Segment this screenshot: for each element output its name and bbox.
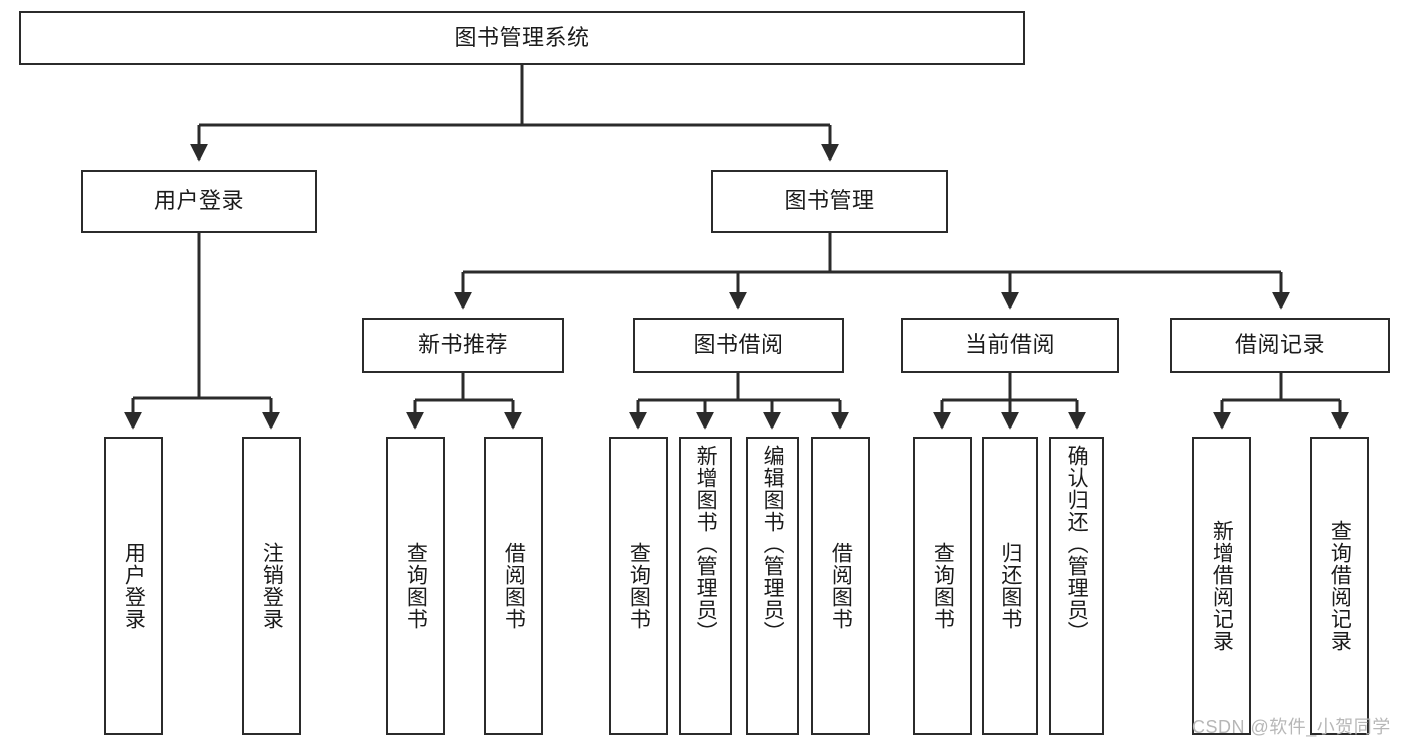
node-current-borrow-label: 当前借阅: [964, 332, 1055, 358]
leaf-edit-book[interactable]: 编辑图书（管理员）: [746, 437, 799, 735]
node-borrow-record[interactable]: 借阅记录: [1170, 318, 1390, 373]
leaf-user-login-label: 用户登录: [122, 542, 146, 630]
leaf-borrow-book-2[interactable]: 借阅图书: [811, 437, 870, 735]
node-book-management[interactable]: 图书管理: [711, 170, 948, 233]
leaf-confirm-return[interactable]: 确认归还（管理员）: [1049, 437, 1104, 735]
node-book-management-label: 图书管理: [784, 188, 875, 214]
node-root-label: 图书管理系统: [454, 24, 590, 50]
node-current-borrow[interactable]: 当前借阅: [901, 318, 1119, 373]
leaf-add-book-label: 新增图书（管理员）: [694, 445, 718, 643]
node-borrow-record-label: 借阅记录: [1234, 332, 1325, 358]
leaf-query-book-2[interactable]: 查询图书: [609, 437, 668, 735]
leaf-user-logout-label: 注销登录: [260, 542, 284, 630]
node-new-book-recommend-label: 新书推荐: [417, 332, 508, 358]
leaf-query-record-label: 查询借阅记录: [1328, 520, 1352, 652]
csdn-watermark: CSDN @软件_小贺同学: [1192, 717, 1391, 737]
leaf-return-book-label: 归还图书: [998, 542, 1022, 630]
leaf-user-logout[interactable]: 注销登录: [242, 437, 301, 735]
leaf-borrow-book-1-label: 借阅图书: [502, 542, 526, 630]
leaf-borrow-book-2-label: 借阅图书: [829, 542, 853, 630]
leaf-query-record[interactable]: 查询借阅记录: [1310, 437, 1369, 735]
leaf-add-book[interactable]: 新增图书（管理员）: [679, 437, 732, 735]
leaf-borrow-book-1[interactable]: 借阅图书: [484, 437, 543, 735]
node-book-borrow[interactable]: 图书借阅: [633, 318, 844, 373]
leaf-confirm-return-label: 确认归还（管理员）: [1065, 445, 1089, 643]
node-root[interactable]: 图书管理系统: [19, 11, 1025, 65]
node-user-login[interactable]: 用户登录: [81, 170, 317, 233]
leaf-edit-book-label: 编辑图书（管理员）: [761, 445, 785, 643]
leaf-query-book-1[interactable]: 查询图书: [386, 437, 445, 735]
leaf-query-book-2-label: 查询图书: [627, 542, 651, 630]
leaf-add-record-label: 新增借阅记录: [1210, 520, 1234, 652]
node-user-login-label: 用户登录: [153, 188, 244, 214]
leaf-add-record[interactable]: 新增借阅记录: [1192, 437, 1251, 735]
leaf-query-book-1-label: 查询图书: [404, 542, 428, 630]
node-new-book-recommend[interactable]: 新书推荐: [362, 318, 564, 373]
leaf-query-book-3-label: 查询图书: [931, 542, 955, 630]
leaf-user-login[interactable]: 用户登录: [104, 437, 163, 735]
leaf-query-book-3[interactable]: 查询图书: [913, 437, 972, 735]
node-book-borrow-label: 图书借阅: [693, 332, 784, 358]
leaf-return-book[interactable]: 归还图书: [982, 437, 1038, 735]
